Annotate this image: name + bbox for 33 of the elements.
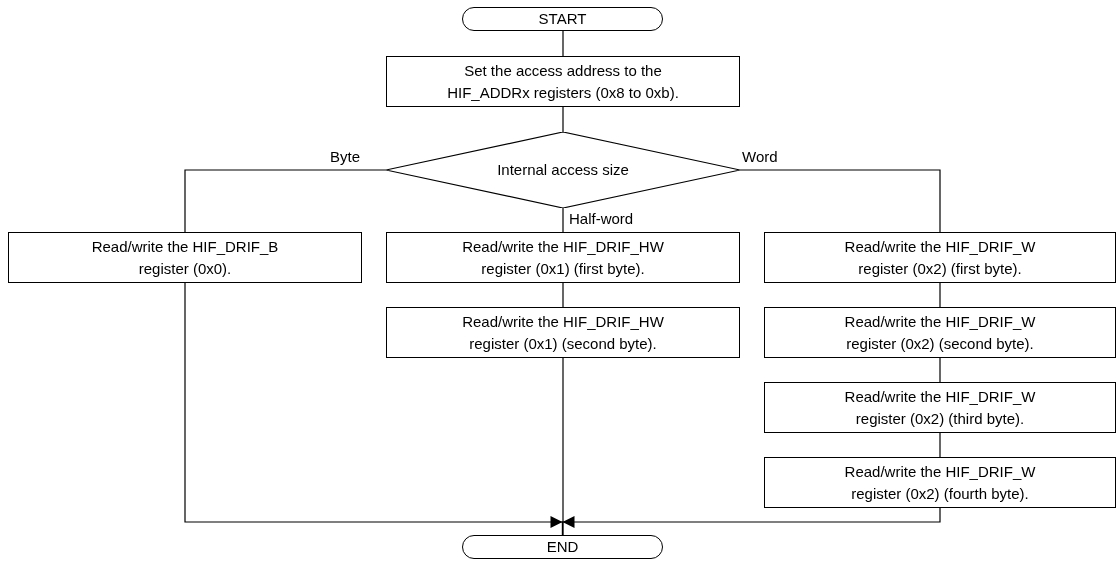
- connector-line: [562, 357, 564, 536]
- node-text: END: [546, 537, 579, 557]
- connector-line: [939, 357, 941, 383]
- node-text: Read/write the HIF_DRIF_W register (0x2) (first byte).: [843, 236, 1037, 279]
- process-box: [386, 307, 740, 358]
- connector-line: [562, 30, 564, 57]
- process-box: [764, 382, 1116, 433]
- connector-line: [184, 169, 387, 233]
- process-box: [764, 232, 1116, 283]
- connector-line: [939, 282, 941, 308]
- process-box: [8, 232, 362, 283]
- node-text: Read/write the HIF_DRIF_W register (0x2) (third byte).: [843, 386, 1037, 429]
- node-text: Read/write the HIF_DRIF_W register (0x2) (fourth byte).: [843, 461, 1037, 504]
- connector-line: [939, 432, 941, 458]
- terminal-pill: [462, 535, 663, 559]
- process-box: [764, 307, 1116, 358]
- process-box: [764, 457, 1116, 508]
- node-text: Read/write the HIF_DRIF_HW register (0x1) (first byte).: [461, 236, 665, 279]
- node-text: Read/write the HIF_DRIF_HW register (0x1) (second byte).: [461, 311, 665, 354]
- process-box: [386, 56, 740, 107]
- decision-diamond: [386, 132, 740, 208]
- connector-line: [562, 207, 564, 233]
- connector-line: [739, 169, 941, 233]
- terminal-pill: [462, 7, 663, 31]
- connector-line: [562, 106, 564, 133]
- process-box: [386, 232, 740, 283]
- node-text: START: [538, 9, 587, 29]
- node-text: Read/write the HIF_DRIF_W register (0x2) (second byte).: [843, 311, 1037, 354]
- connector-line: [562, 282, 564, 308]
- node-text: Read/write the HIF_DRIF_B register (0x0).: [90, 236, 280, 279]
- node-text: Internal access size: [497, 160, 629, 180]
- node-text: Set the access address to the HIF_ADDRx registers (0x8 to 0xb).: [446, 60, 680, 103]
- arrow: [561, 507, 941, 536]
